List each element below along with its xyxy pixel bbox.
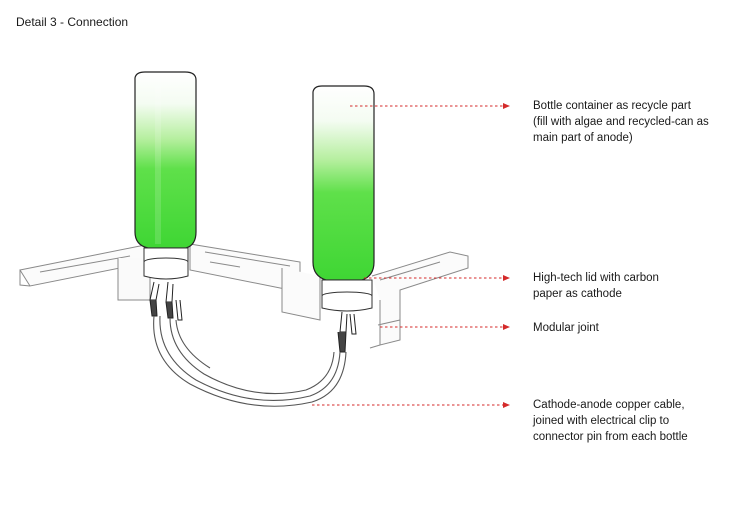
callout-modular-joint: Modular joint xyxy=(533,320,723,336)
left-bottle xyxy=(134,71,197,249)
copper-cable xyxy=(153,315,347,407)
leader-lines xyxy=(312,105,504,406)
right-bottle xyxy=(312,85,375,281)
leader-arrowheads xyxy=(503,103,510,408)
arrow-bottle xyxy=(503,103,510,109)
callout-lid-line-1: High-tech lid with carbon xyxy=(533,272,659,284)
right-electrical-clips xyxy=(337,311,357,353)
callout-bottle-container: Bottle container as recycle part (fill w… xyxy=(533,98,723,146)
callout-copper-cable: Cathode-anode copper cable, joined with … xyxy=(533,397,723,445)
left-lid xyxy=(143,247,189,280)
right-lid xyxy=(321,279,373,312)
callout-cable-line-1: Cathode-anode copper cable, xyxy=(533,399,685,411)
callout-joint-line-1: Modular joint xyxy=(533,322,599,334)
callout-bottle-line-3: main part of anode) xyxy=(533,132,633,144)
callout-bottle-line-2: (fill with algae and recycled-can as xyxy=(533,116,709,128)
arrow-cable xyxy=(503,402,510,408)
callout-bottle-line-1: Bottle container as recycle part xyxy=(533,100,691,112)
callout-cable-line-3: connector pin from each bottle xyxy=(533,431,688,443)
diagram-title: Detail 3 - Connection xyxy=(16,15,129,29)
callout-lid-line-2: paper as cathode xyxy=(533,288,622,300)
callout-high-tech-lid: High-tech lid with carbon paper as catho… xyxy=(533,270,723,302)
callout-cable-line-2: joined with electrical clip to xyxy=(533,415,670,427)
arrow-joint xyxy=(503,324,510,330)
modular-frame xyxy=(19,243,469,349)
left-electrical-clips xyxy=(149,281,183,321)
arrow-lid xyxy=(503,275,510,281)
